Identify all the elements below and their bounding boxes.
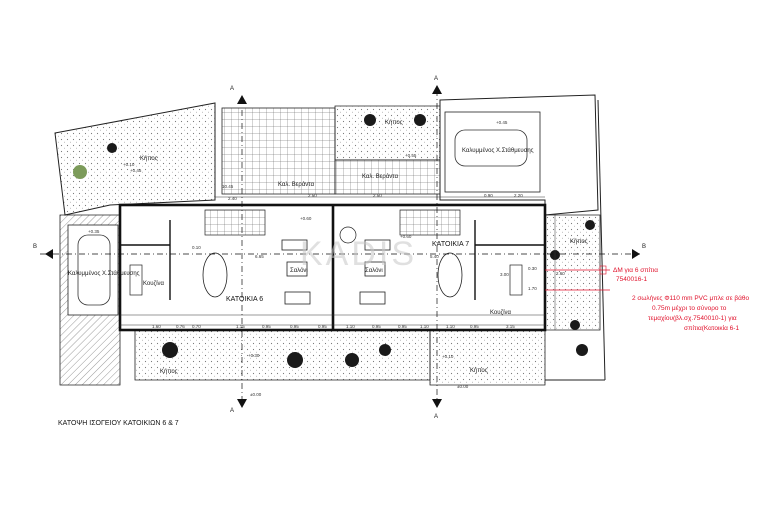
dim-bottom-4: 1.15	[236, 324, 245, 329]
annotation-2b: 0.75m μέχρι το σύνορο το	[652, 304, 727, 312]
label-house-7: ΚΑΤΟΙΚΙΑ 7	[432, 241, 469, 248]
label-living-6: Σαλόνι	[290, 267, 308, 274]
dim-top-3: 2.50	[308, 193, 317, 198]
dim-bottom-9: 0.95	[372, 324, 381, 329]
dim-inner-1: 6.65	[255, 254, 264, 259]
label-garden-se: Κήπος	[470, 367, 488, 374]
level-parking-left: +0.35	[88, 229, 100, 234]
dim-inner-5: 0.30	[528, 266, 537, 271]
dim-top-2: 2.40	[228, 196, 237, 201]
dim-bottom-11: 1.10	[420, 324, 429, 329]
level-veranda: +0.55	[405, 153, 417, 158]
level-garden-se: +0.10	[442, 354, 454, 359]
parking-areas	[67, 111, 541, 316]
drawing-title: ΚΑΤΟΨΗ ΙΣΟΓΕΙΟΥ ΚΑΤΟΙΚΙΩΝ 6 & 7	[58, 420, 179, 427]
dim-top-5: 0.90	[484, 193, 493, 198]
dim-top-4: 2.50	[373, 193, 382, 198]
dim-inner-6: 2.60	[556, 271, 565, 276]
label-kitchen-7: Κουζίνα	[490, 310, 512, 316]
level-house-6: +0.60	[300, 216, 312, 221]
marker-a-bottom-right: A	[434, 414, 438, 420]
marker-b-right: B	[642, 244, 646, 250]
dim-bottom-5: 0.95	[262, 324, 271, 329]
dim-bottom-2: 0.76	[176, 324, 185, 329]
level-ground-1: ±0.00	[250, 392, 262, 397]
dim-inner-2: 0.10	[192, 245, 201, 250]
annotations: ΔΜ για 6 σπίτια 7540016-1 2 σωλήνες Φ110…	[545, 265, 750, 332]
dim-bottom-7: 0.95	[318, 324, 327, 329]
verandas	[221, 107, 441, 195]
annotation-2d: σπίτια(Κατοικία 6-1	[684, 324, 739, 332]
dim-bottom-3: 0.70	[192, 324, 201, 329]
dim-top-6: 2.20	[514, 193, 523, 198]
dim-inner-7: 1.70	[528, 286, 537, 291]
marker-b-left: B	[33, 244, 37, 250]
dim-bottom-8: 1.10	[346, 324, 355, 329]
dim-inner-3: 3.00	[500, 272, 509, 277]
section-markers: A A A A B B	[33, 76, 646, 420]
annotation-2a: 2 σωλήνες Φ110 mm PVC μπλε σε βάθο	[632, 294, 750, 302]
dim-top-1: 10.45	[222, 184, 234, 189]
watermark: KADIS	[300, 235, 417, 273]
marker-a-bottom-left: A	[230, 408, 234, 414]
label-living-7: Σαλόνι	[365, 267, 383, 274]
label-garden-e: Κήπος	[570, 238, 588, 245]
dim-bottom-10: 0.95	[398, 324, 407, 329]
label-veranda-1: Καλ. Βεράντα	[278, 181, 315, 188]
level-parking: +0.45	[496, 120, 508, 125]
level-ground-2: ±0.00	[457, 384, 469, 389]
label-kitchen-6: Κουζίνα	[143, 281, 165, 287]
dim-inner-4: 5.40	[430, 254, 439, 259]
level-garden-sw: +0.30	[248, 353, 260, 358]
furniture	[129, 226, 523, 305]
marker-a-top-left: A	[230, 86, 234, 92]
dim-bottom-14: 3.15	[506, 324, 515, 329]
building-walls	[118, 203, 547, 332]
dim-bottom-13: 0.95	[470, 324, 479, 329]
label-house-6: ΚΑΤΟΙΚΙΑ 6	[226, 296, 263, 303]
marker-a-top-right: A	[434, 76, 438, 82]
section-lines	[40, 90, 640, 400]
annotation-2c: τεμαχίου(βλ.σχ.7540010-1) για	[648, 314, 737, 322]
level-markers: +0.45 +0.55 +0.60 +0.60 +0.35 +0.45 +0.1…	[88, 120, 508, 397]
label-garden-sw: Κήπος	[160, 368, 178, 375]
label-parking-top: Καλυμμένος Χ.Στάθμευσης	[462, 147, 534, 154]
label-garden-nw: Κήπος	[140, 155, 158, 162]
label-garden-ne: Κήπος	[385, 119, 403, 126]
annotation-1a: ΔΜ για 6 σπίτια	[613, 266, 658, 274]
dim-bottom-1: 1.60	[152, 324, 161, 329]
dim-bottom-12: 1.10	[446, 324, 455, 329]
level-house-7: +0.60	[400, 234, 412, 239]
dim-bottom-6: 0.95	[290, 324, 299, 329]
room-labels: Κήπος Κήπος Κήπος Κήπος Κήπος Καλυμμένος…	[68, 119, 588, 375]
label-veranda-2: Καλ. Βεράντα	[362, 173, 399, 180]
level-garden-w: +0.10	[123, 162, 135, 167]
label-parking-left: Καλυμμένος Χ.Στάθμευσης	[68, 270, 140, 277]
annotation-1b: 7540016-1	[616, 276, 647, 283]
dimension-texts: 10.45 2.40 2.50 2.50 0.90 2.20 1.60 0.76…	[152, 184, 565, 329]
level-garden-nw: +0.45	[130, 168, 142, 173]
dimension-lines	[120, 196, 556, 330]
